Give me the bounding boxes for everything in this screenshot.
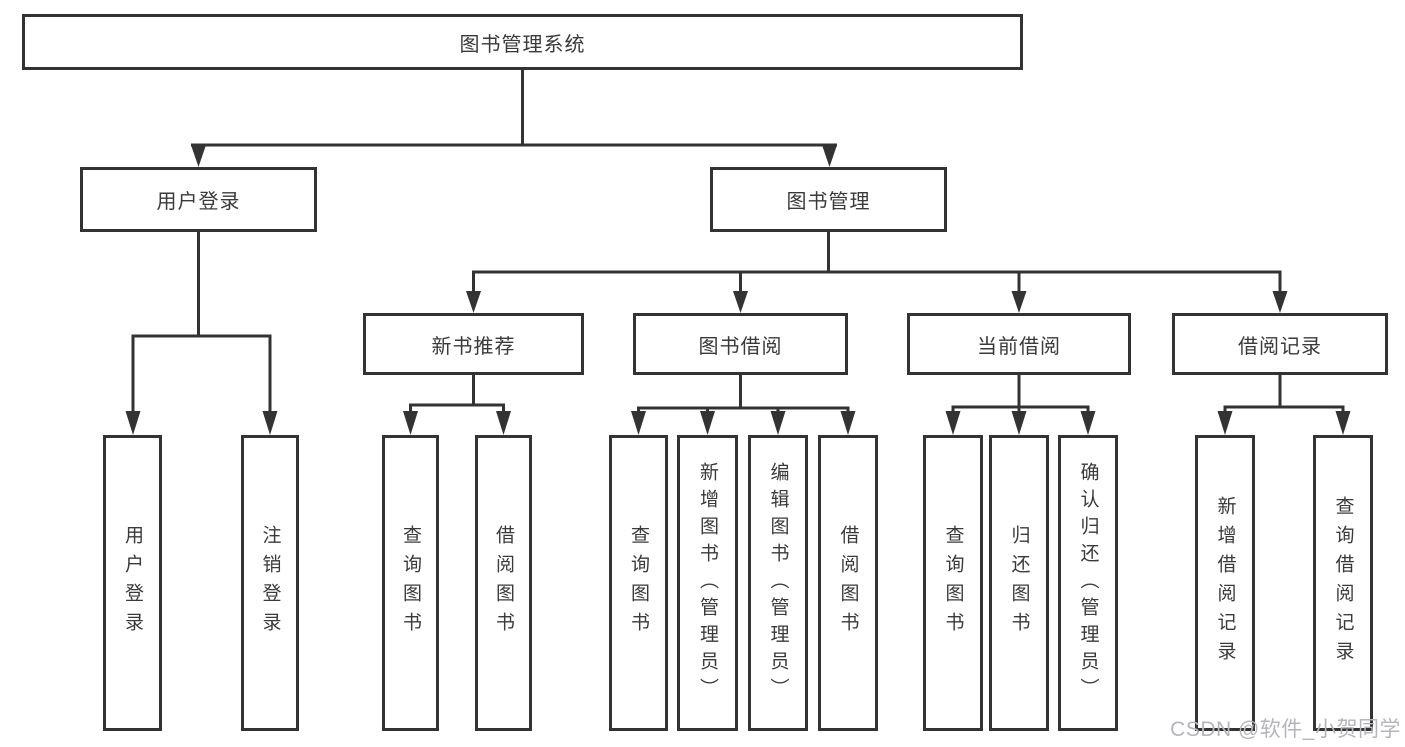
leaf-records-add-record: 新增借阅记录 — [1195, 435, 1255, 731]
leaf-current-return-books: 归还图书 — [989, 435, 1049, 731]
node-borrow-records: 借阅记录 — [1172, 313, 1388, 375]
leaf-logout: 注销登录 — [241, 435, 299, 731]
node-book-management: 图书管理 — [710, 167, 947, 232]
node-user-login: 用户登录 — [80, 167, 317, 232]
node-book-borrow: 图书借阅 — [633, 313, 848, 375]
leaf-user-login: 用户登录 — [103, 435, 162, 731]
node-book-borrow-label: 图书借阅 — [698, 335, 783, 358]
root-node-label: 图书管理系统 — [459, 33, 586, 56]
leaf-records-query-record: 查询借阅记录 — [1313, 435, 1373, 731]
leaf-borrow-borrow-books: 借阅图书 — [818, 435, 878, 731]
leaf-borrow-query-books: 查询图书 — [609, 435, 668, 731]
root-node-library-system: 图书管理系统 — [22, 14, 1023, 70]
connector-user-login-split — [125, 231, 278, 435]
leaf-newbook-borrow-books: 借阅图书 — [475, 435, 532, 731]
leaf-newbook-query-books: 查询图书 — [382, 435, 439, 731]
leaf-borrow-add-books-admin: 新增图书（管理员） — [677, 435, 738, 731]
leaf-current-confirm-return-admin: 确认归还（管理员） — [1058, 435, 1118, 731]
watermark: CSDN @软件_小贺同学 — [1170, 718, 1401, 741]
connector-current-borrow-split — [945, 374, 1096, 435]
node-new-book-recommend-label: 新书推荐 — [431, 335, 516, 358]
node-book-management-label: 图书管理 — [786, 191, 871, 213]
node-new-book-recommend: 新书推荐 — [363, 313, 584, 375]
connector-book-mgmt-split — [466, 231, 1288, 313]
node-borrow-records-label: 借阅记录 — [1238, 335, 1322, 358]
node-user-login-label: 用户登录 — [156, 191, 241, 213]
leaf-current-query-books: 查询图书 — [923, 435, 983, 731]
connector-borrow-records-split — [1217, 374, 1351, 435]
connector-book-borrow-split — [631, 374, 856, 435]
connector-root-split — [191, 70, 837, 167]
node-current-borrow: 当前借阅 — [907, 313, 1131, 375]
leaf-borrow-edit-books-admin: 编辑图书（管理员） — [748, 435, 808, 731]
node-current-borrow-label: 当前借阅 — [977, 335, 1061, 358]
connector-new-book-split — [403, 374, 511, 435]
